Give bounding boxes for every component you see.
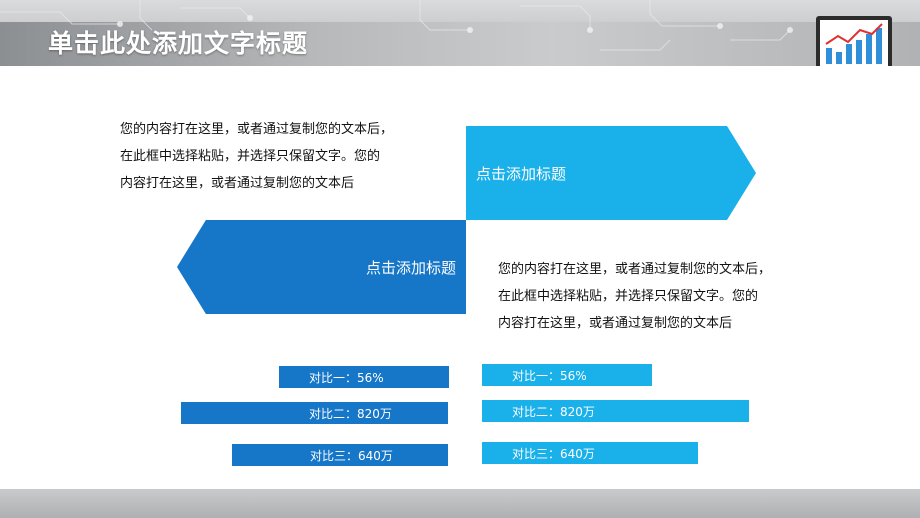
comparison-bar-right-2: 对比二：820万 bbox=[482, 400, 749, 422]
comparison-bar-left-2: 对比二：820万 bbox=[181, 402, 448, 424]
text-line: 在此框中选择粘贴，并选择只保留文字。您的 bbox=[498, 289, 759, 304]
comparison-bar-right-1: 对比一：56% bbox=[482, 364, 652, 386]
page-title: 单击此处添加文字标题 bbox=[48, 29, 309, 58]
circuit-pattern-icon bbox=[0, 0, 793, 51]
bar-label: 对比三：640万 bbox=[512, 446, 595, 461]
bar-label: 对比一：56% bbox=[512, 368, 587, 383]
text-line: 内容打在这里，或者通过复制您的文本后 bbox=[498, 316, 733, 331]
text-line: 您的内容打在这里，或者通过复制您的文本后， bbox=[120, 122, 394, 137]
footer-band bbox=[0, 489, 920, 518]
comparison-bar-left-3: 对比三：640万 bbox=[232, 444, 448, 466]
arrow-title-label: 点击添加标题 bbox=[476, 164, 567, 183]
comparison-bar-left-1: 对比一：56% bbox=[279, 366, 449, 388]
arrow-title-label: 点击添加标题 bbox=[365, 258, 456, 277]
text-block-bottom: 您的内容打在这里，或者通过复制您的文本后， 在此框中选择粘贴，并选择只保留文字。… bbox=[498, 256, 828, 337]
bar-label: 对比二：820万 bbox=[309, 406, 392, 421]
text-block-top: 您的内容打在这里，或者通过复制您的文本后， 在此框中选择粘贴，并选择只保留文字。… bbox=[120, 116, 450, 197]
header-band bbox=[0, 22, 920, 66]
text-line: 您的内容打在这里，或者通过复制您的文本后， bbox=[498, 262, 772, 277]
monitor-chart-icon bbox=[816, 16, 892, 66]
bar-label: 对比一：56% bbox=[309, 370, 384, 385]
text-line: 在此框中选择粘贴，并选择只保留文字。您的 bbox=[120, 149, 381, 164]
header-banner: 单击此处添加文字标题 bbox=[0, 0, 920, 66]
bar-label: 对比二：820万 bbox=[512, 404, 595, 419]
title-arrow-left[interactable]: 点击添加标题 bbox=[177, 220, 466, 314]
comparison-bar-right-3: 对比三：640万 bbox=[482, 442, 698, 464]
bar-label: 对比三：640万 bbox=[310, 448, 393, 463]
title-arrow-right[interactable]: 点击添加标题 bbox=[466, 126, 756, 220]
text-line: 内容打在这里，或者通过复制您的文本后 bbox=[120, 176, 355, 191]
